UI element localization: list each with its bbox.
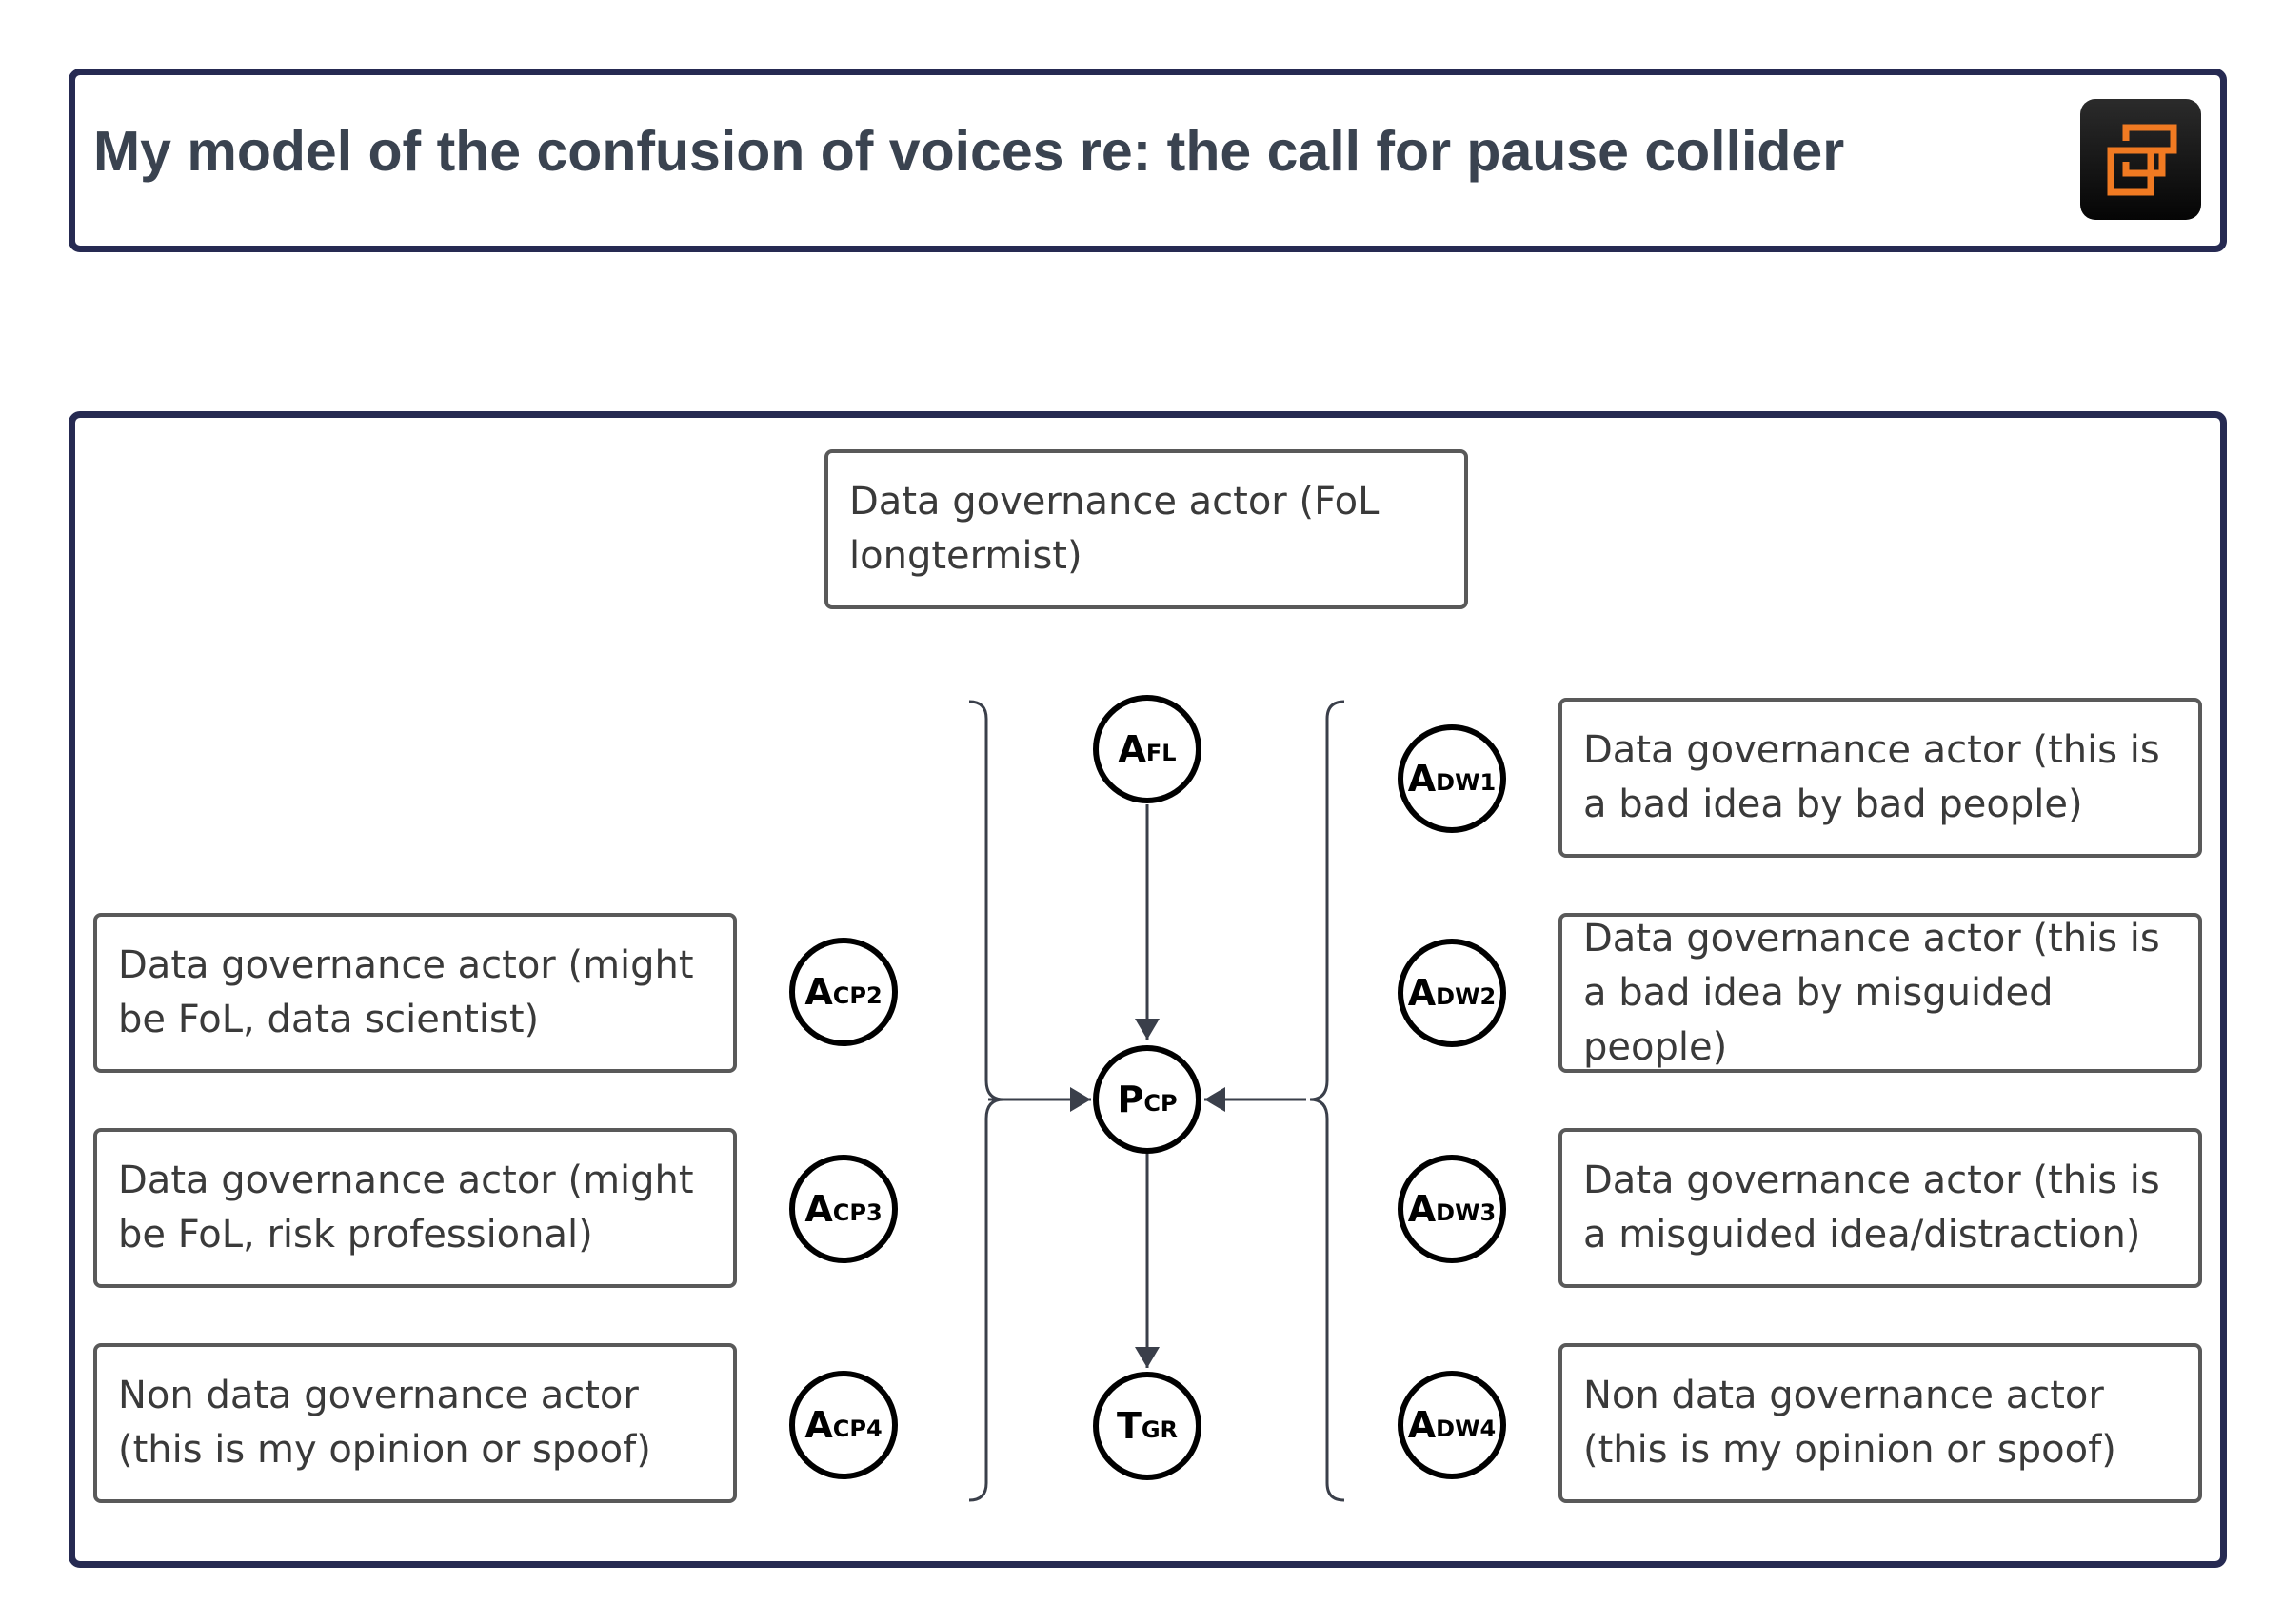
- node-acp3-sub: CP3: [832, 1199, 883, 1226]
- node-adw3-main: A: [1407, 1188, 1437, 1230]
- box-cp3-label: Data governance actor (might be FoL, ris…: [118, 1159, 694, 1257]
- box-dw1-label: Data governance actor (this is a bad ide…: [1583, 728, 2160, 826]
- node-tgr-main: T: [1116, 1405, 1142, 1447]
- right-brace-upper: [1309, 700, 1345, 1101]
- node-tgr-sub: GR: [1141, 1416, 1179, 1443]
- box-fol-longtermist-label: Data governance actor (FoL longtermist): [849, 480, 1380, 578]
- node-adw4-sub: DW4: [1436, 1416, 1497, 1442]
- box-fol-longtermist: Data governance actor (FoL longtermist): [824, 449, 1468, 609]
- node-acp3-main: A: [804, 1188, 833, 1230]
- node-acp2-main: A: [804, 971, 833, 1013]
- left-brace-upper: [968, 700, 1004, 1101]
- box-dw4: Non data governance actor (this is my op…: [1558, 1343, 2202, 1503]
- box-cp2: Data governance actor (might be FoL, dat…: [93, 913, 737, 1073]
- box-dw3-label: Data governance actor (this is a misguid…: [1583, 1159, 2160, 1257]
- node-afl-main: A: [1118, 728, 1146, 770]
- box-dw4-label: Non data governance actor (this is my op…: [1583, 1374, 2116, 1472]
- box-dw1: Data governance actor (this is a bad ide…: [1558, 698, 2202, 858]
- node-adw3-sub: DW3: [1436, 1199, 1497, 1226]
- node-adw2-main: A: [1407, 972, 1437, 1014]
- box-cp4-label: Non data governance actor (this is my op…: [118, 1374, 651, 1472]
- node-adw4-main: A: [1407, 1404, 1437, 1446]
- box-dw3: Data governance actor (this is a misguid…: [1558, 1128, 2202, 1288]
- app-logo: [2080, 99, 2201, 220]
- box-cp4: Non data governance actor (this is my op…: [93, 1343, 737, 1503]
- left-brace-lower: [968, 1098, 1004, 1502]
- right-brace-lower: [1309, 1098, 1345, 1502]
- node-pcp-sub: CP: [1143, 1090, 1178, 1117]
- title-frame: [69, 69, 2227, 252]
- orange-square-knot-logo-icon: [2107, 124, 2177, 196]
- page-title: My model of the confusion of voices re: …: [93, 120, 1845, 183]
- box-cp2-label: Data governance actor (might be FoL, dat…: [118, 943, 694, 1041]
- node-acp4-main: A: [804, 1404, 833, 1446]
- node-afl-sub: FL: [1145, 740, 1177, 766]
- box-cp3: Data governance actor (might be FoL, ris…: [93, 1128, 737, 1288]
- node-pcp-main: P: [1117, 1079, 1144, 1120]
- node-acp4-sub: CP4: [832, 1416, 883, 1442]
- node-adw2-sub: DW2: [1436, 983, 1497, 1010]
- node-adw1-main: A: [1407, 758, 1437, 800]
- box-dw2: Data governance actor (this is a bad ide…: [1558, 913, 2202, 1073]
- box-dw2-label: Data governance actor (this is a bad ide…: [1583, 916, 2160, 1069]
- node-adw1-sub: DW1: [1436, 769, 1497, 796]
- node-acp2-sub: CP2: [832, 982, 883, 1009]
